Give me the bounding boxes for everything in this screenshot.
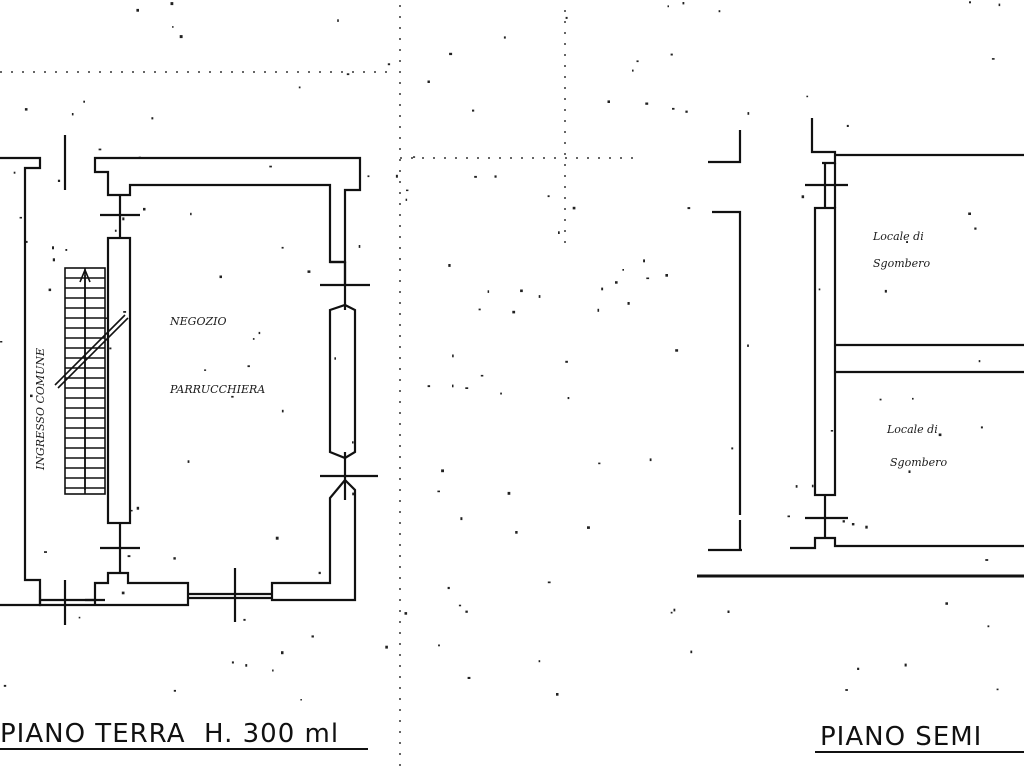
- basement-top-wall: [810, 118, 837, 165]
- entrance-label: INGRESSO COMUNE: [34, 348, 47, 471]
- shop-label-line1: NEGOZIO: [169, 315, 226, 328]
- basement-bottom-wall: [790, 536, 1024, 550]
- storage-upper-label-line1: Locale di: [872, 230, 924, 243]
- shop-label-line2: PARRUCCHIERA: [169, 383, 265, 396]
- semi-basement-title: PIANO SEMI: [820, 722, 982, 752]
- construction-lines: [0, 5, 640, 768]
- top-right-wall: [93, 156, 362, 264]
- interior-partition: [106, 236, 132, 525]
- ground-floor-title: PIANO TERRA H. 300 ml: [0, 719, 339, 749]
- storage-lower-label-line1: Locale di: [886, 423, 938, 436]
- staircase: [54, 267, 129, 495]
- bottom-wall: [38, 571, 190, 607]
- scan-speckles: [0, 1, 1001, 701]
- semi-basement-plan: [697, 118, 1024, 578]
- storage-lower-label-line2: Sgombero: [890, 456, 947, 469]
- ground-floor-plan: [0, 135, 378, 625]
- right-wall-upper: [330, 260, 347, 285]
- basement-interior-wall: [813, 206, 837, 497]
- storage-upper-label-line2: Sgombero: [873, 257, 930, 270]
- right-window-pier: [328, 303, 357, 460]
- right-wall-lower: [270, 478, 357, 602]
